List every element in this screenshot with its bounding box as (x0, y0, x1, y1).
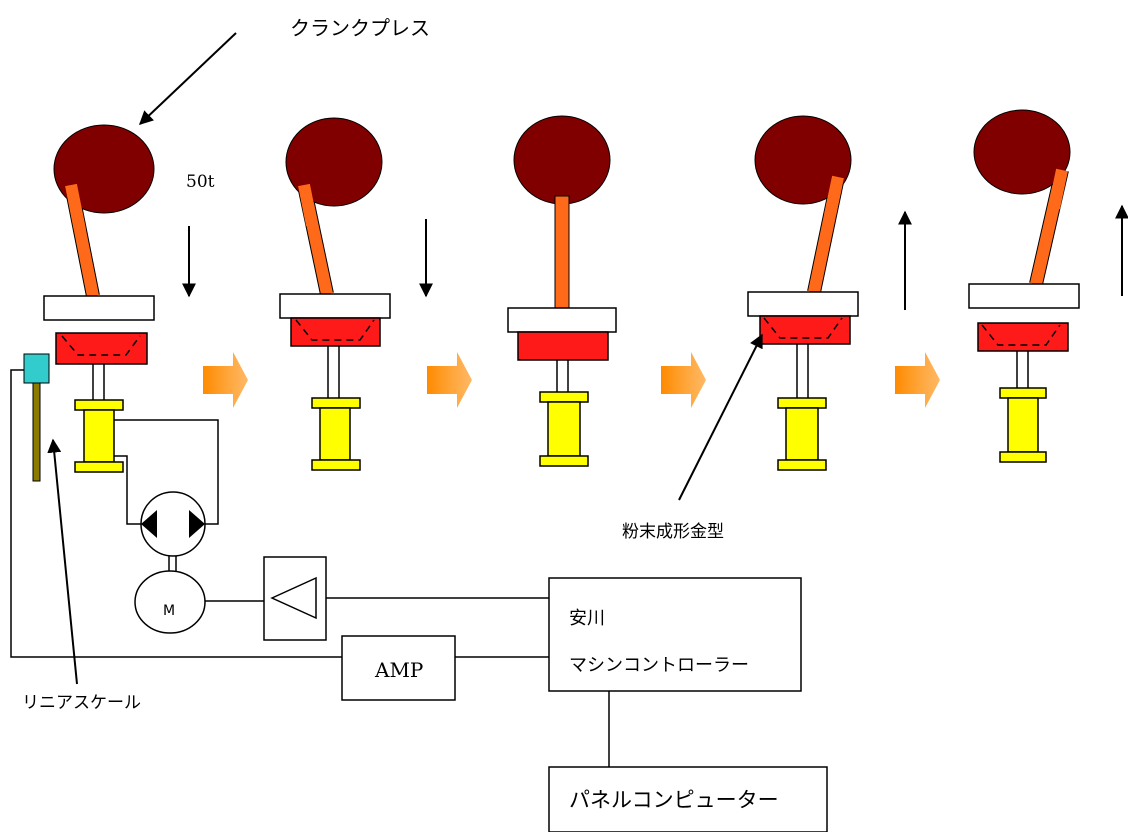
motor-circle (134, 570, 206, 634)
ram-plate-1 (43, 295, 155, 321)
scale-sensor (23, 353, 50, 384)
ram-plate-2 (279, 293, 391, 319)
powder-die-pointer-arrow (678, 333, 763, 501)
crank-press-label: クランクプレス (290, 16, 430, 40)
press-stage-5 (968, 109, 1080, 463)
tonnage-label: 50t (186, 172, 215, 192)
die-2 (290, 317, 381, 347)
amp-box (341, 635, 456, 701)
flow-arrow-4 (895, 352, 940, 408)
amp-label: AMP (375, 658, 424, 682)
hydraulic-pump (140, 491, 206, 572)
press-stage-2 (279, 117, 391, 471)
die-5 (977, 322, 1069, 352)
press-stage-1 (43, 124, 155, 473)
die-1 (55, 332, 148, 365)
hydraulic-line-top (114, 419, 219, 525)
die-4 (759, 315, 851, 345)
flow-arrow-1 (203, 352, 248, 408)
cylinder-4 (777, 397, 827, 409)
crank-wheel-5 (973, 109, 1071, 195)
crank-press-pointer-arrow (138, 32, 237, 125)
amp-triangle-icon (270, 576, 317, 620)
crank-wheel-4 (754, 115, 852, 205)
motor-label: M (163, 603, 176, 619)
press-stage-3 (507, 115, 617, 467)
crank-wheel-2 (285, 117, 383, 207)
crank-wheel-3 (513, 115, 611, 205)
flow-arrow-3 (661, 352, 706, 408)
cylinder-1 (74, 399, 124, 411)
cylinder-5 (999, 387, 1047, 399)
cylinder-2 (311, 397, 361, 409)
linear-scale-pointer-arrow (47, 438, 78, 685)
scale-rod (32, 382, 41, 482)
ram-plate-5 (968, 283, 1080, 309)
hydraulic-line-bottom (114, 455, 141, 525)
controller-label-line1: 安川 (569, 608, 605, 629)
crank-wheel-1 (53, 124, 155, 214)
press-stage-4 (747, 115, 859, 471)
con-rod-3 (554, 195, 570, 309)
powder-die-label: 粉末成形金型 (622, 522, 724, 542)
die-3 (517, 331, 609, 361)
panel-computer-box (548, 766, 828, 832)
panel-computer-label: パネルコンピューター (569, 788, 779, 812)
flow-arrow-2 (427, 352, 472, 408)
ram-plate-3 (507, 307, 617, 333)
linear-scale-label: リニアスケール (22, 693, 141, 713)
wire-scale-amp (10, 369, 342, 658)
ram-plate-4 (747, 291, 859, 317)
controller-label-line2: マシンコントローラー (569, 655, 749, 676)
cylinder-3 (539, 391, 589, 403)
controller-box (548, 577, 802, 692)
